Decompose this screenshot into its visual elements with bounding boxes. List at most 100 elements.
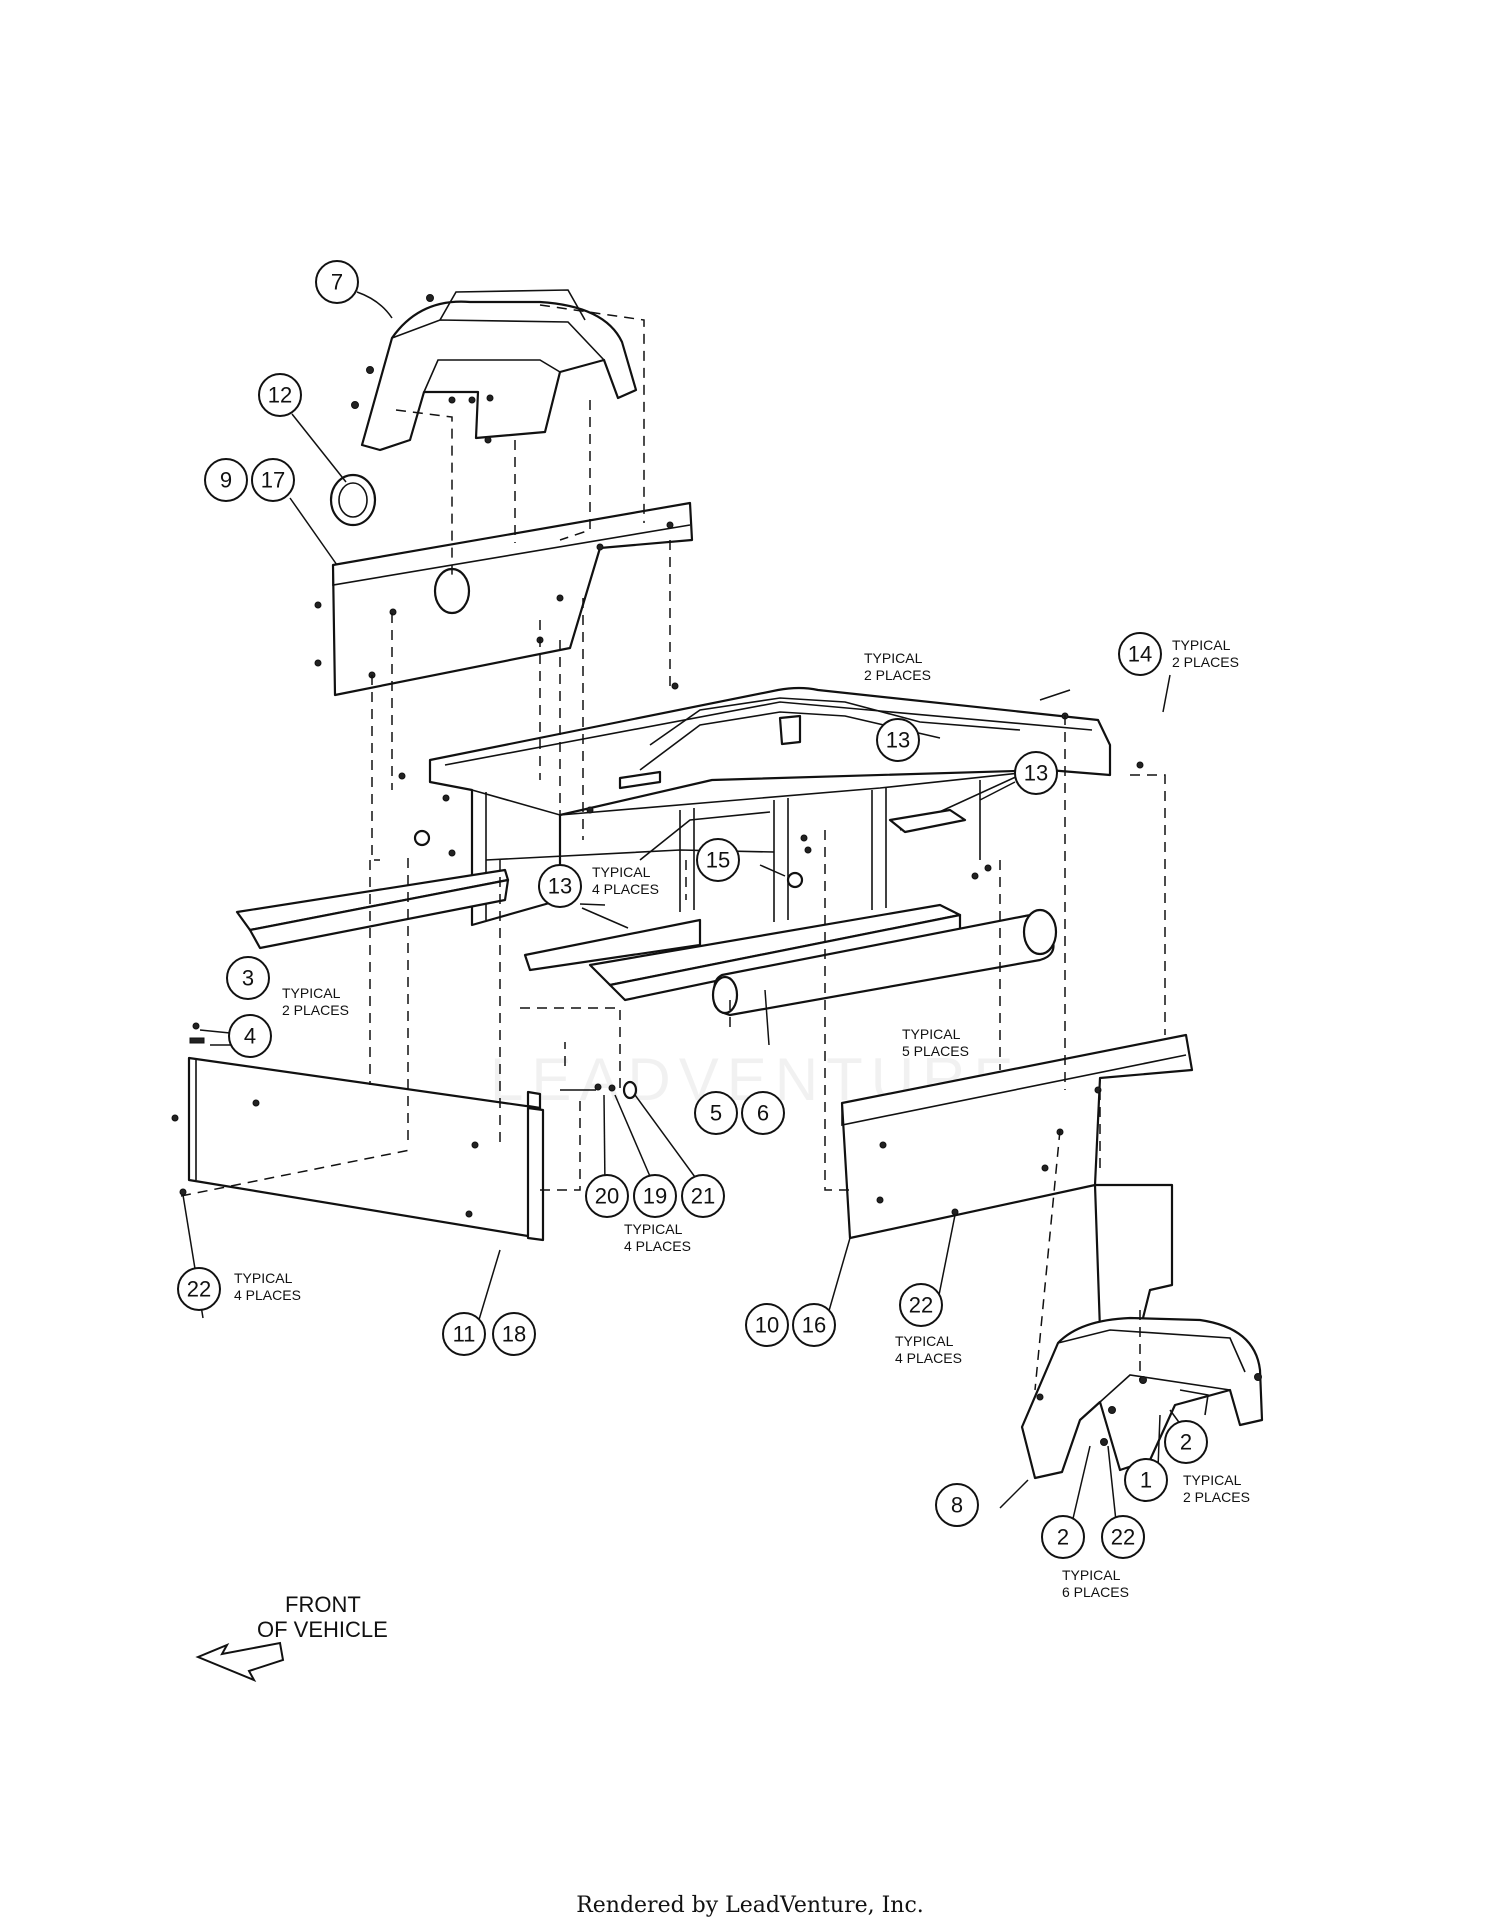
svg-text:12: 12 [268,383,292,408]
svg-text:TYPICAL: TYPICAL [1172,637,1231,653]
part-5-6-tube-bar [711,908,1058,1017]
svg-text:22: 22 [1111,1525,1135,1550]
callout-2-lower: 2 [1041,1515,1085,1559]
svg-text:2: 2 [1057,1525,1069,1550]
part-10-16-right-panel [840,1033,1194,1332]
svg-text:2 PLACES: 2 PLACES [282,1002,349,1018]
note-1-typical: TYPICAL 2 PLACES [1183,1472,1250,1505]
svg-text:8: 8 [951,1493,963,1518]
svg-text:5: 5 [710,1101,722,1126]
svg-text:17: 17 [261,468,285,493]
callout-15: 15 [696,838,740,882]
part-8-front-fender [1020,1316,1264,1480]
side-rails [235,868,962,1002]
svg-text:9: 9 [220,468,232,493]
callout-6: 6 [741,1091,785,1135]
svg-text:TYPICAL: TYPICAL [282,985,341,1001]
callout-12: 12 [258,373,302,417]
callout-17: 17 [251,458,295,502]
callout-22-right: 22 [899,1283,943,1327]
svg-text:11: 11 [453,1322,476,1347]
note-frame-typical: TYPICAL 2 PLACES [864,650,931,683]
callout-9: 9 [204,458,248,502]
svg-text:4 PLACES: 4 PLACES [592,881,659,897]
svg-text:TYPICAL: TYPICAL [234,1270,293,1286]
part-9-17-rear-panel [314,501,694,697]
svg-text:TYPICAL: TYPICAL [895,1333,954,1349]
svg-text:2 PLACES: 2 PLACES [1172,654,1239,670]
svg-text:13: 13 [886,728,910,753]
note-14-typical: TYPICAL 2 PLACES [1172,637,1239,670]
callout-20: 20 [585,1174,629,1218]
front-label-line2: OF VEHICLE [257,1617,388,1642]
note-6-places-typical: TYPICAL 6 PLACES [1062,1567,1129,1600]
svg-text:7: 7 [331,270,343,295]
svg-text:15: 15 [706,848,730,873]
front-label-line1: FRONT [285,1592,361,1617]
callout-11: 11 [442,1312,486,1356]
callout-3: 3 [226,956,270,1000]
svg-text:18: 18 [502,1322,526,1347]
svg-text:6 PLACES: 6 PLACES [1062,1584,1129,1600]
note-22-left-typical: TYPICAL 4 PLACES [234,1270,301,1303]
svg-text:2 PLACES: 2 PLACES [1183,1489,1250,1505]
note-5-places-typical: TYPICAL 5 PLACES [902,1026,969,1059]
svg-text:TYPICAL: TYPICAL [1062,1567,1121,1583]
front-of-vehicle-indicator: FRONT OF VEHICLE [195,1592,388,1683]
callout-22-lower: 22 [1101,1515,1145,1559]
svg-text:3: 3 [242,966,254,991]
part-11-18-left-panel [171,1022,545,1242]
svg-text:22: 22 [909,1293,933,1318]
callout-2-upper: 2 [1164,1420,1208,1464]
main-frame [398,682,1144,927]
callout-13-right: 13 [1014,751,1058,795]
svg-text:13: 13 [548,874,572,899]
svg-text:14: 14 [1128,642,1152,667]
callout-13-left: 13 [538,864,582,908]
part-7-rear-fender [351,289,638,452]
assembly-lines [180,304,1166,1391]
svg-text:4 PLACES: 4 PLACES [234,1287,301,1303]
svg-text:TYPICAL: TYPICAL [864,650,923,666]
svg-text:4 PLACES: 4 PLACES [895,1350,962,1366]
svg-text:6: 6 [757,1101,769,1126]
callout-1: 1 [1124,1458,1168,1502]
callout-10: 10 [745,1303,789,1347]
callout-7: 7 [315,260,359,304]
svg-text:19: 19 [643,1184,667,1209]
svg-text:13: 13 [1024,761,1048,786]
callout-16: 16 [792,1303,836,1347]
svg-text:TYPICAL: TYPICAL [902,1026,961,1042]
svg-text:4: 4 [244,1024,256,1049]
note-22-right-typical: TYPICAL 4 PLACES [895,1333,962,1366]
callout-14: 14 [1118,632,1162,676]
svg-text:22: 22 [187,1277,211,1302]
svg-text:16: 16 [802,1313,826,1338]
callout-19: 19 [633,1174,677,1218]
svg-text:21: 21 [691,1184,715,1209]
svg-text:20: 20 [595,1184,619,1209]
svg-text:2: 2 [1180,1430,1192,1455]
note-13-typical: TYPICAL 4 PLACES [592,864,659,897]
callout-4: 4 [228,1014,272,1058]
svg-text:5 PLACES: 5 PLACES [902,1043,969,1059]
svg-text:10: 10 [755,1313,779,1338]
arrow-left-icon [195,1641,285,1683]
callout-13-upper: 13 [876,718,920,762]
callout-22-left: 22 [177,1267,221,1311]
part-12-lamp-ring [329,473,377,527]
callout-21: 21 [681,1174,725,1218]
callout-18: 18 [492,1312,536,1356]
svg-text:4 PLACES: 4 PLACES [624,1238,691,1254]
svg-text:TYPICAL: TYPICAL [624,1221,683,1237]
callout-8: 8 [935,1483,979,1527]
svg-text:TYPICAL: TYPICAL [592,864,651,880]
hardware-20-19-21 [560,1080,638,1100]
note-3-typical: TYPICAL 2 PLACES [282,985,349,1018]
svg-text:2 PLACES: 2 PLACES [864,667,931,683]
footer-credit: Rendered by LeadVenture, Inc. [576,1893,924,1918]
callout-5: 5 [694,1091,738,1135]
svg-text:TYPICAL: TYPICAL [1183,1472,1242,1488]
note-20-typical: TYPICAL 4 PLACES [624,1221,691,1254]
